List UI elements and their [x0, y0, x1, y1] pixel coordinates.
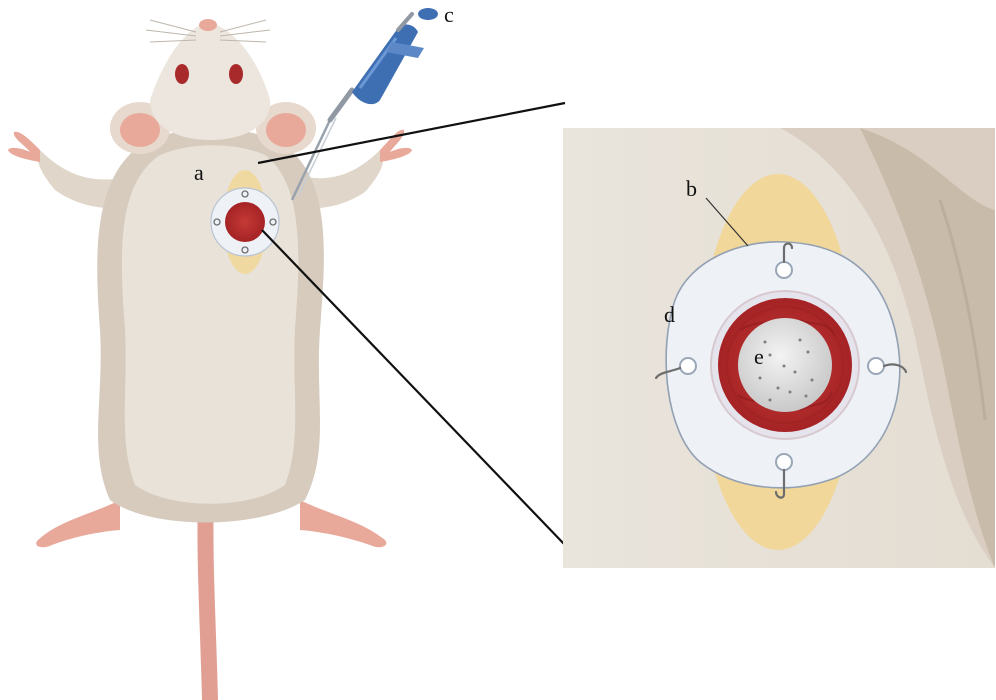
mouse-illustration [8, 19, 412, 700]
wound-small [225, 202, 265, 242]
mouse-belly [122, 145, 298, 504]
mouse-ear-left-inner [120, 113, 160, 147]
mouse-eye-left [175, 64, 189, 84]
label-a: a [194, 160, 204, 185]
mouse-ear-right-inner [266, 113, 306, 147]
label-b: b [686, 176, 697, 201]
mouse-hand-left [8, 132, 40, 162]
mouse-head [150, 22, 270, 140]
label-c: c [444, 2, 454, 27]
label-d: d [664, 302, 675, 327]
mouse-nose [199, 19, 217, 31]
mouse-hind-foot-left [36, 500, 120, 547]
label-e: e [754, 344, 764, 369]
mouse-eye-right [229, 64, 243, 84]
inset-zoom [563, 128, 995, 568]
mouse-hind-foot-right [300, 500, 386, 547]
